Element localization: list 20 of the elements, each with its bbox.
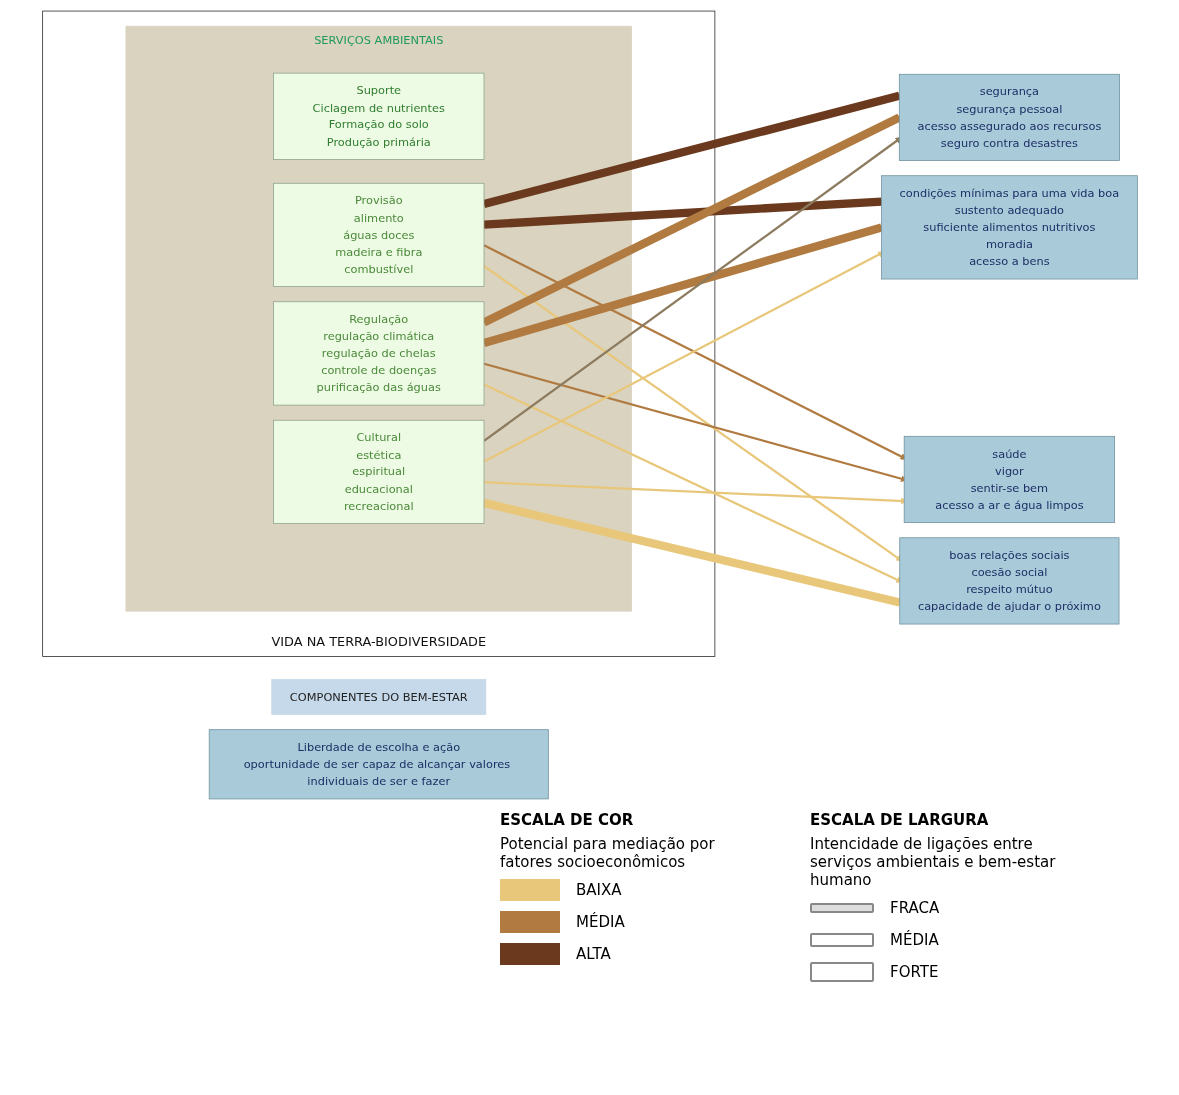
legend-label: FORTE [890, 963, 939, 981]
node-box: Cultural estética espiritual educacional recreacional [272, 419, 484, 524]
node-box: segurança segurança pessoal acesso assegurado aos recursos seguro contra desastres [898, 73, 1120, 161]
legend-label: MÉDIA [576, 913, 625, 931]
legend-heading: ESCALA DE COR [500, 811, 635, 829]
node-box: saúde vigor sentir-se bem acesso a ar e água limpos [903, 435, 1115, 523]
legend-description: Intencidade de ligações entre serviços ambientais e bem-estar humano [810, 835, 1057, 889]
legend-label: MÉDIA [890, 931, 939, 949]
node-box: Liberdade de escolha e ação oportunidade de ser capaz de alcançar valores individuais de ser e fazer [208, 729, 549, 800]
node-box: Provisão alimento águas doces madeira e fibra combustível [272, 182, 484, 287]
node-box: boas relações sociais coesão social respeito mútuo capacidade de ajudar o próximo [898, 537, 1119, 625]
legend-label: BAIXA [576, 881, 622, 899]
node-box: condições mínimas para uma vida boa sustento adequado suficiente alimentos nutritivos moradia acesso a bens [880, 175, 1138, 280]
legend-heading: ESCALA DE LARGURA [810, 811, 990, 829]
node-box: Suporte Ciclagem de nutrientes Formação do solo Produção primária [272, 72, 484, 160]
node-box: Regulação regulação climática regulação de chelas controle de doenças purificação das águas [272, 301, 484, 406]
legend-label: ALTA [576, 945, 611, 963]
node-box: COMPONENTES DO BEM-ESTAR [270, 678, 486, 715]
legend-description: Potencial para mediação por fatores socioeconômicos [500, 835, 716, 871]
legend-label: FRACA [890, 899, 940, 917]
